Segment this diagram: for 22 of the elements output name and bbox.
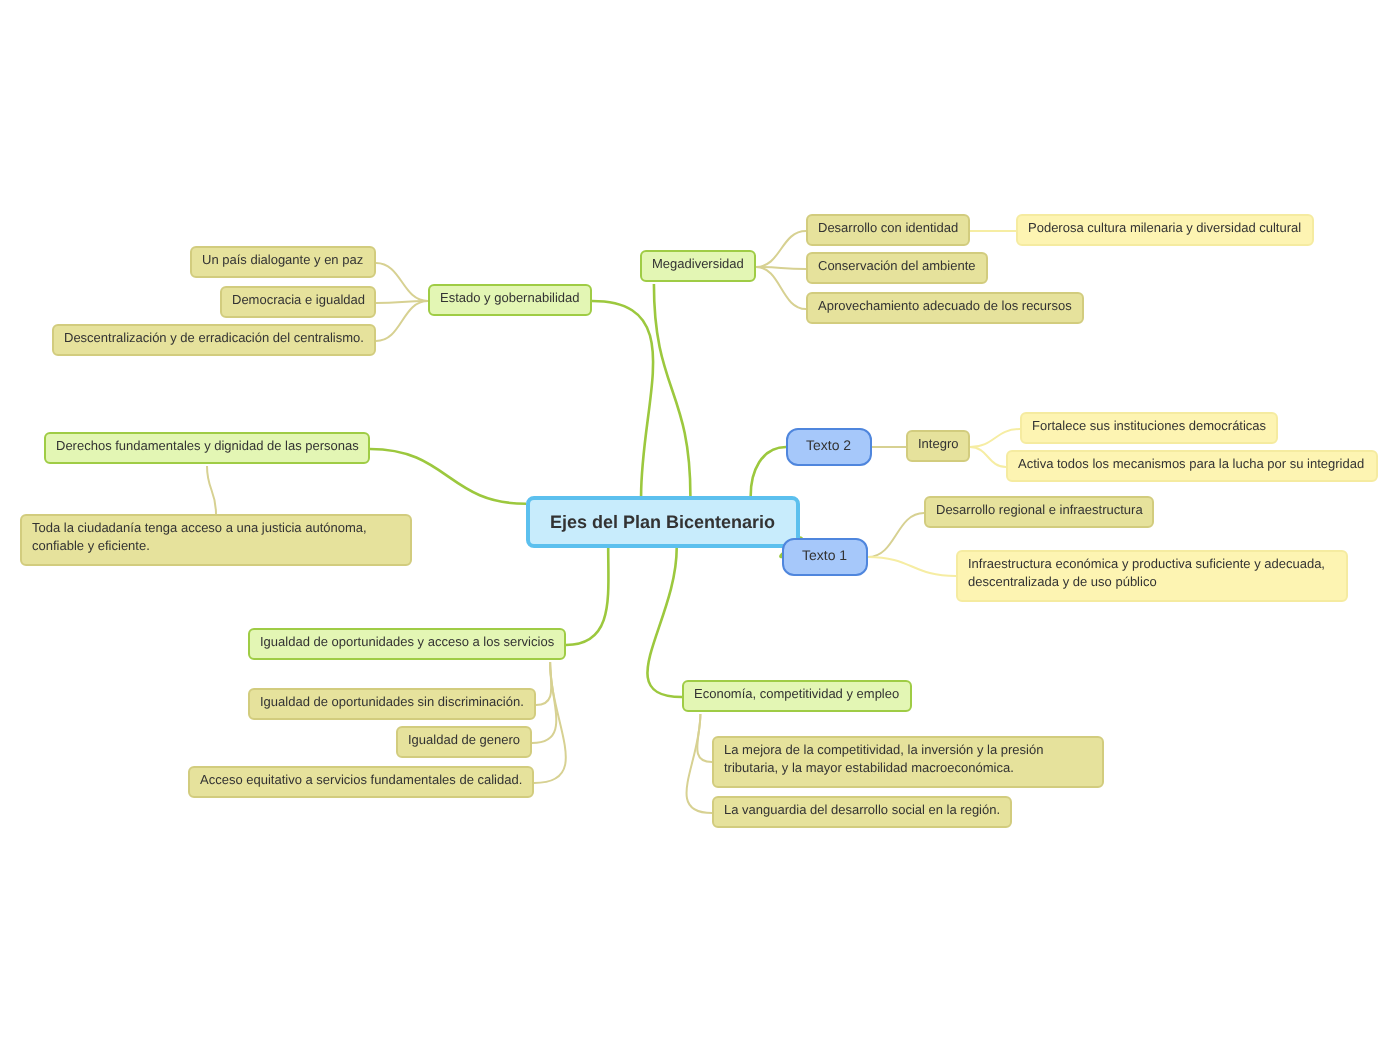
connector-line [533, 661, 567, 784]
connector-line [375, 300, 429, 304]
connector-line [867, 512, 925, 558]
connector-line [375, 262, 429, 302]
connector-line [969, 446, 1007, 468]
connector-line [969, 230, 1017, 232]
connector-line [871, 446, 907, 448]
connector-line [969, 428, 1021, 448]
connector-line [652, 283, 692, 497]
connector-line [749, 445, 787, 497]
connector-line [755, 230, 807, 268]
connector-line [369, 447, 527, 506]
connector-line [375, 300, 429, 342]
connector-line [685, 713, 713, 814]
central-topic: Ejes del Plan Bicentenario [526, 496, 800, 549]
connector-line [565, 548, 610, 647]
connector-line [755, 266, 807, 310]
connector-line [646, 547, 683, 699]
connector-line [867, 556, 957, 577]
connector-line [206, 465, 217, 515]
connector-line [755, 266, 807, 270]
connector-line [591, 299, 655, 497]
